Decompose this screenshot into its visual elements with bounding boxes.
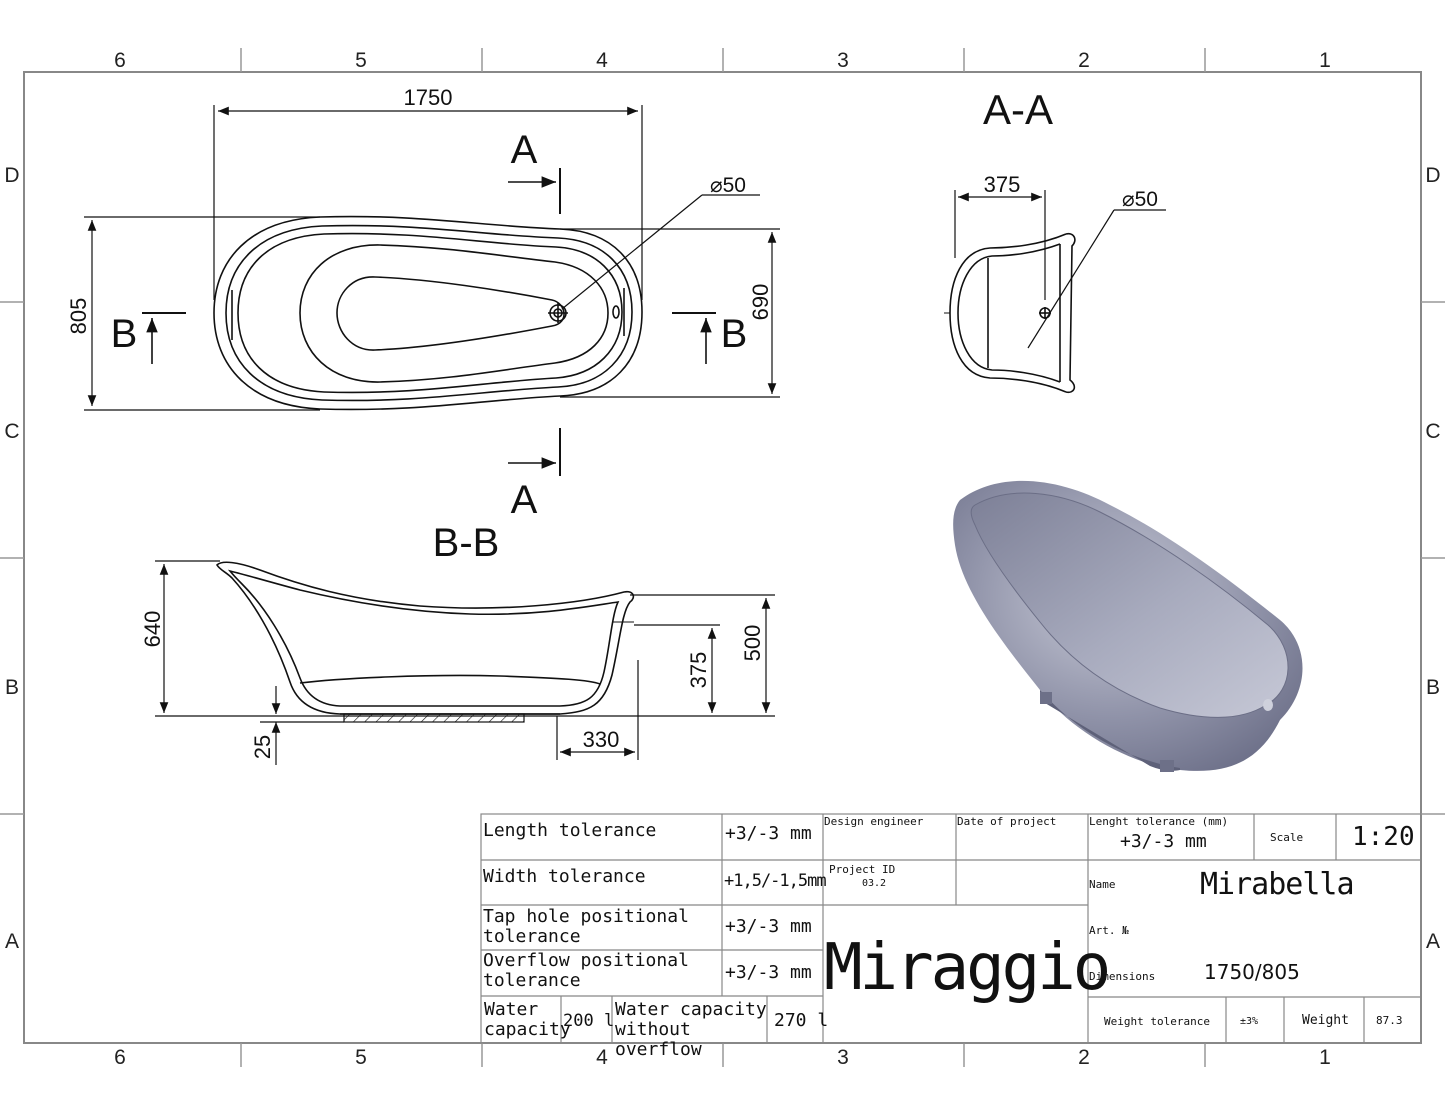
design-engineer-label: Design engineer [824, 815, 924, 828]
column-label-top: 5 [355, 49, 367, 72]
water-capacity-no-overflow-label: Water capacity without overflow [615, 999, 767, 1060]
column-label-top: 2 [1078, 49, 1090, 72]
tap-hole-tolerance-value: +3/-3 mm [725, 916, 812, 937]
bathtub-3d-render [953, 480, 1303, 772]
width-tolerance-label: Width tolerance [483, 866, 646, 887]
scale-value: 1:20 [1352, 822, 1415, 852]
section-aa-dimensions [954, 190, 1166, 349]
article-number-label: Art. № [1089, 924, 1129, 937]
length-tolerance-label: Length tolerance [483, 820, 657, 841]
section-bb-height: 640 [140, 611, 165, 648]
tub-inner-basin [299, 244, 609, 383]
dimension-length: 1750 [404, 85, 453, 110]
column-label-top: 3 [837, 49, 849, 72]
name-label: Name [1089, 878, 1116, 891]
column-label-bottom: 2 [1078, 1046, 1090, 1069]
section-bb-outer-profile [215, 561, 635, 715]
section-bb-offset: 330 [583, 727, 620, 752]
date-of-project-label: Date of project [957, 815, 1057, 828]
dimension-drain-diameter: ⌀50 [710, 174, 746, 197]
dimension-width-inner: 690 [748, 284, 773, 321]
section-aa-title: A-A [983, 86, 1053, 133]
column-label-bottom: 1 [1319, 1046, 1331, 1069]
weight-value: 87.3 [1376, 1014, 1403, 1027]
row-label-right: B [1426, 676, 1440, 699]
row-label-right: A [1426, 930, 1440, 953]
column-label-bottom: 3 [837, 1046, 849, 1069]
water-capacity-no-overflow-value: 270 l [774, 1010, 829, 1031]
row-label-right: D [1425, 164, 1440, 187]
tub-outer-outline [213, 215, 643, 411]
length-tolerance-value: +3/-3 mm [725, 823, 812, 844]
plan-view [213, 215, 643, 411]
product-name: Mirabella [1200, 867, 1355, 902]
row-label-right: C [1425, 420, 1440, 443]
row-label-left: B [5, 676, 19, 699]
column-label-bottom: 4 [596, 1046, 608, 1069]
section-bb-hatched-base [343, 713, 525, 723]
length-tolerance-mm-value: +3/-3 mm [1120, 831, 1207, 852]
weight-tolerance-value: ±3% [1240, 1016, 1259, 1027]
overflow-tolerance-value: +3/-3 mm [725, 962, 812, 983]
section-aa-view [944, 232, 1076, 394]
section-marker-a-bottom: A [511, 478, 538, 522]
title-block-grid [480, 813, 1422, 1044]
column-label-bottom: 5 [355, 1046, 367, 1069]
column-label-top: 4 [596, 49, 608, 72]
section-bb-dimensions [155, 560, 775, 765]
scale-label: Scale [1270, 831, 1304, 844]
brand-name: Miraggio [824, 931, 1111, 1005]
section-aa-width: 375 [984, 172, 1021, 197]
column-label-top: 6 [114, 49, 126, 72]
water-capacity-label: Water capacity [484, 999, 571, 1040]
section-bb-title: B-B [433, 521, 500, 565]
weight-tolerance-label: Weight tolerance [1104, 1015, 1210, 1028]
section-bb-base: 25 [250, 735, 275, 759]
water-capacity-value: 200 l [563, 1011, 615, 1031]
tap-hole-tolerance-label: Tap hole positional tolerance [483, 906, 689, 947]
dimension-width-outer: 805 [66, 298, 91, 335]
column-label-bottom: 6 [114, 1046, 126, 1069]
tub-basin-floor [336, 276, 565, 351]
dimensions-value: 1750/805 [1204, 960, 1300, 984]
weight-label: Weight [1302, 1013, 1349, 1028]
project-id-label: Project ID [829, 863, 896, 876]
row-label-left: A [5, 930, 19, 953]
section-marker-a-top: A [511, 128, 538, 172]
row-label-left: D [4, 164, 19, 187]
section-bb-view [215, 561, 635, 723]
plan-view-dimensions [84, 105, 780, 476]
project-id-value: 03.2 [862, 878, 887, 889]
column-label-top: 1 [1319, 49, 1331, 72]
section-marker-b-left: B [111, 312, 138, 356]
row-label-left: C [4, 420, 19, 443]
width-tolerance-value: +1,5/-1,5mm [724, 871, 827, 891]
overflow-tolerance-label: Overflow positional tolerance [483, 950, 689, 991]
section-marker-b-right: B [721, 312, 748, 356]
section-bb-depth: 375 [686, 652, 711, 689]
section-aa-drain-diameter: ⌀50 [1122, 188, 1158, 211]
section-bb-height-right: 500 [740, 625, 765, 662]
dimensions-label: Dimensions [1089, 970, 1156, 983]
length-tolerance-mm-label: Lenght tolerance (mm) [1089, 815, 1229, 828]
